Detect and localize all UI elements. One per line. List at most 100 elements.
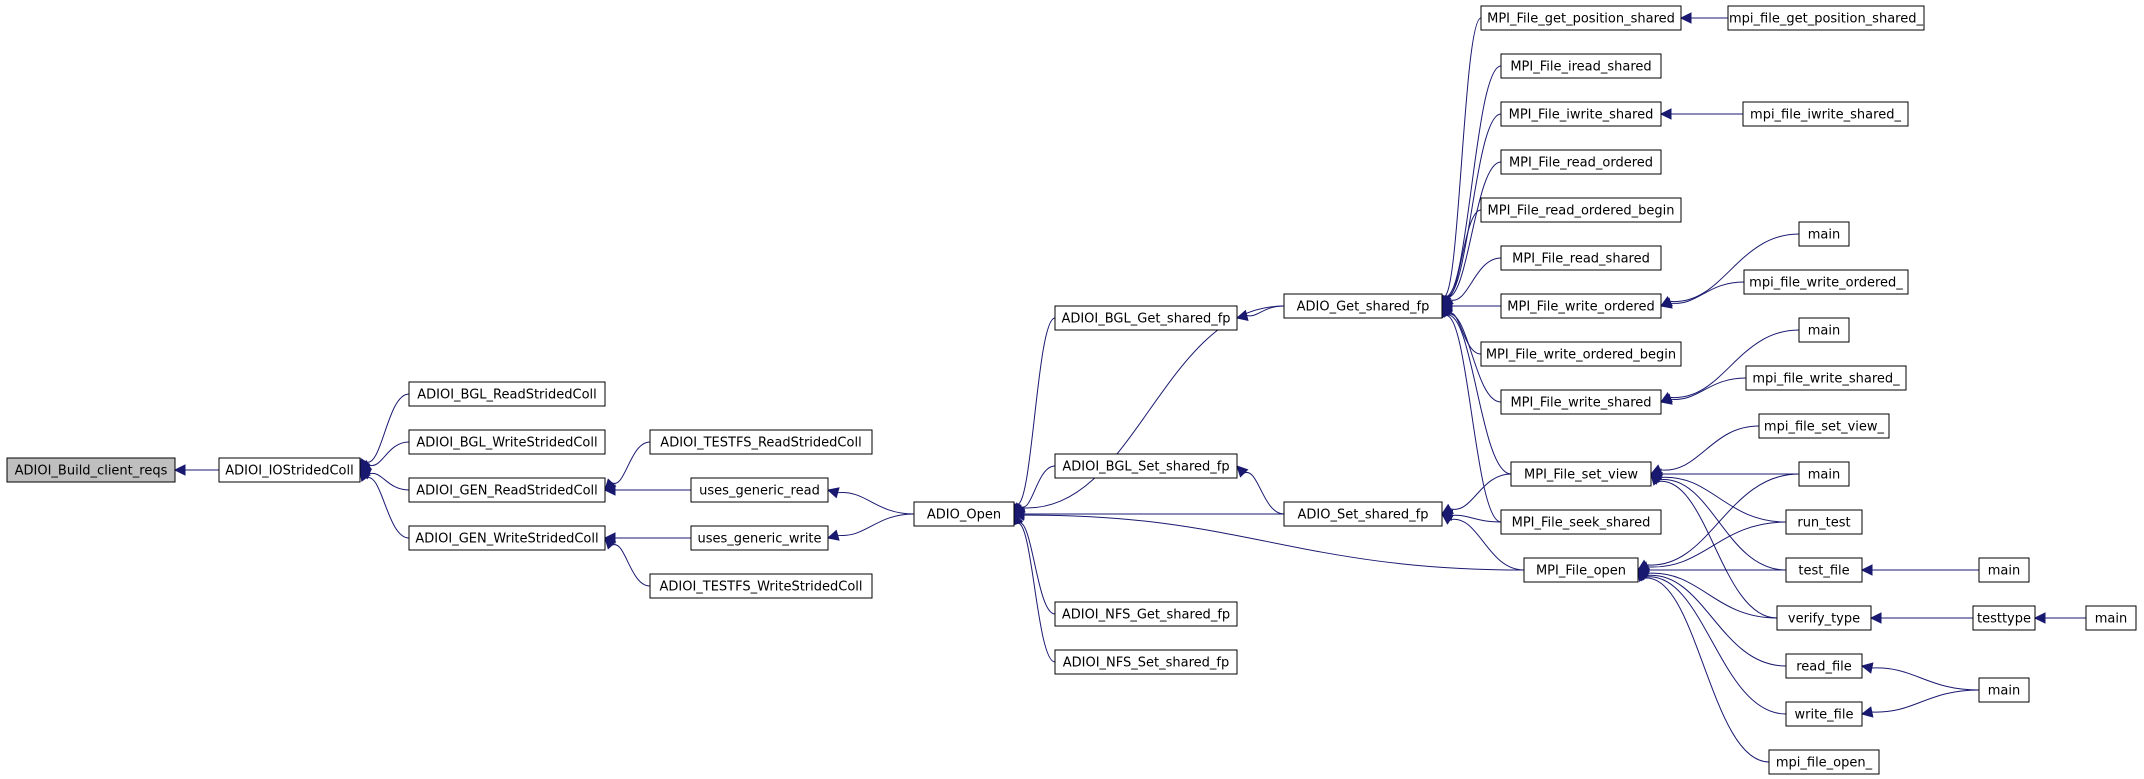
node-mpi-file-iwrite-shared[interactable]: MPI_File_iwrite_shared	[1500, 101, 1662, 127]
node-mpi-file-read-ordered[interactable]: MPI_File_read_ordered	[1500, 149, 1662, 175]
node-read-file[interactable]: read_file	[1785, 653, 1863, 679]
node-box	[1500, 149, 1662, 175]
node-box	[1768, 749, 1880, 775]
node-mpi-file-write-shared[interactable]: mpi_file_write_shared_	[1745, 365, 1907, 391]
node-label: mpi_file_write_shared_	[1752, 372, 1900, 387]
node-write-file[interactable]: write_file	[1785, 701, 1863, 727]
node-box	[6, 457, 176, 483]
node-adio-get-shared-fp[interactable]: ADIO_Get_shared_fp	[1283, 293, 1443, 319]
node-mpi-file-get-position-shared[interactable]: mpi_file_get_position_shared_	[1727, 5, 1925, 31]
node-adioi-bgl-writestridedcoll[interactable]: ADIOI_BGL_WriteStridedColl	[408, 429, 606, 455]
edge-n21-to-n15	[1445, 209, 1482, 298]
node-adio-set-shared-fp[interactable]: ADIO_Set_shared_fp	[1283, 501, 1443, 527]
arrowhead-n29-to-n17	[1679, 12, 1692, 24]
node-mpi-file-seek-shared[interactable]: MPI_File_seek_shared	[1500, 509, 1662, 535]
node-test-file[interactable]: test_file	[1785, 557, 1863, 583]
node-label: MPI_File_read_ordered	[1509, 156, 1653, 171]
node-label: MPI_File_seek_shared	[1512, 516, 1651, 531]
node-main[interactable]: main	[2085, 605, 2137, 631]
node-box	[1743, 269, 1909, 295]
node-box	[1480, 341, 1682, 367]
node-box	[408, 429, 606, 455]
node-label: MPI_File_iwrite_shared	[1509, 108, 1654, 123]
edge-n39-to-n26	[1657, 481, 1778, 619]
node-adioi-bgl-readstridedcoll[interactable]: ADIOI_BGL_ReadStridedColl	[408, 381, 606, 407]
node-mpi-file-write-ordered[interactable]: MPI_File_write_ordered	[1500, 293, 1662, 319]
node-label: read_file	[1796, 660, 1852, 675]
node-main[interactable]: main	[1798, 461, 1850, 487]
node-label: verify_type	[1788, 612, 1860, 627]
node-mpi-file-set-view[interactable]: mpi_file_set_view_	[1758, 413, 1890, 439]
node-mpi-file-open[interactable]: MPI_File_open	[1523, 557, 1639, 583]
node-label: ADIOI_IOStridedColl	[225, 464, 353, 479]
node-box	[1283, 501, 1443, 527]
edge-n20-to-n15	[1445, 161, 1502, 298]
node-box	[1785, 653, 1863, 679]
node-label: mpi_file_write_ordered_	[1749, 276, 1903, 291]
edge-n35-to-n26	[1660, 425, 1760, 471]
node-box	[1500, 509, 1662, 535]
edge-n9-to-n5	[611, 544, 651, 587]
node-adioi-testfs-readstridedcoll[interactable]: ADIOI_TESTFS_ReadStridedColl	[649, 429, 873, 455]
node-adioi-gen-readstridedcoll[interactable]: ADIOI_GEN_ReadStridedColl	[408, 477, 606, 503]
node-main[interactable]: main	[1798, 221, 1850, 247]
node-uses-generic-read[interactable]: uses_generic_read	[690, 477, 829, 503]
node-verify-type[interactable]: verify_type	[1776, 605, 1872, 631]
node-mpi-file-write-ordered[interactable]: mpi_file_write_ordered_	[1743, 269, 1909, 295]
node-label: MPI_File_write_ordered_begin	[1486, 348, 1676, 363]
node-run-test[interactable]: run_test	[1785, 509, 1863, 535]
edge-n16-to-n12	[1243, 472, 1285, 515]
node-adioi-build-client-reqs[interactable]: ADIOI_Build_client_reqs	[6, 457, 176, 483]
node-box	[649, 429, 873, 455]
node-mpi-file-read-ordered-begin[interactable]: MPI_File_read_ordered_begin	[1480, 197, 1682, 223]
node-box	[1500, 293, 1662, 319]
node-mpi-file-write-shared[interactable]: MPI_File_write_shared	[1500, 389, 1662, 415]
node-adio-open[interactable]: ADIO_Open	[913, 501, 1015, 527]
edge-n40-to-n28	[1646, 574, 1787, 667]
node-box	[1054, 305, 1238, 331]
node-adioi-testfs-writestridedcoll[interactable]: ADIOI_TESTFS_WriteStridedColl	[649, 573, 873, 599]
node-label: mpi_file_set_view_	[1764, 420, 1885, 435]
node-mpi-file-read-shared[interactable]: MPI_File_read_shared	[1500, 245, 1662, 271]
edge-n24-to-n15	[1448, 312, 1482, 355]
node-box	[1500, 53, 1662, 79]
node-testtype[interactable]: testtype	[1972, 605, 2036, 631]
node-main[interactable]: main	[1978, 557, 2030, 583]
edge-n28-to-n10	[1023, 514, 1525, 571]
node-main[interactable]: main	[1798, 317, 1850, 343]
edge-n42-to-n28	[1643, 577, 1770, 763]
node-adioi-iostridedcoll[interactable]: ADIOI_IOStridedColl	[218, 457, 361, 483]
node-adioi-nfs-set-shared-fp[interactable]: ADIOI_NFS_Set_shared_fp	[1054, 649, 1238, 675]
node-box	[1785, 509, 1863, 535]
node-main[interactable]: main	[1978, 677, 2030, 703]
node-label: test_file	[1798, 564, 1849, 579]
node-adioi-gen-writestridedcoll[interactable]: ADIOI_GEN_WriteStridedColl	[408, 525, 606, 551]
node-mpi-file-get-position-shared[interactable]: MPI_File_get_position_shared	[1480, 5, 1682, 31]
node-box	[1727, 5, 1925, 31]
node-mpi-file-set-view[interactable]: MPI_File_set_view	[1510, 461, 1652, 487]
node-box	[1785, 701, 1863, 727]
node-box	[1510, 461, 1652, 487]
arrowhead-n10-to-n7	[826, 487, 840, 499]
edge-n33-to-n25	[1669, 329, 1800, 398]
node-label: mpi_file_open_	[1776, 756, 1873, 771]
node-adioi-bgl-set-shared-fp[interactable]: ADIOI_BGL_Set_shared_fp	[1054, 453, 1238, 479]
node-label: ADIOI_BGL_WriteStridedColl	[416, 436, 597, 451]
node-box	[408, 525, 606, 551]
node-box	[1798, 317, 1850, 343]
node-adioi-bgl-get-shared-fp[interactable]: ADIOI_BGL_Get_shared_fp	[1054, 305, 1238, 331]
node-mpi-file-open[interactable]: mpi_file_open_	[1768, 749, 1880, 775]
node-uses-generic-write[interactable]: uses_generic_write	[690, 525, 829, 551]
node-label: ADIOI_GEN_WriteStridedColl	[415, 532, 598, 547]
arrowhead-n5-to-n1	[359, 469, 371, 482]
node-mpi-file-write-ordered-begin[interactable]: MPI_File_write_ordered_begin	[1480, 341, 1682, 367]
edge-n37-to-n28	[1647, 521, 1787, 568]
node-adioi-nfs-get-shared-fp[interactable]: ADIOI_NFS_Get_shared_fp	[1054, 601, 1238, 627]
edge-n14-to-n10	[1016, 523, 1056, 663]
node-mpi-file-iread-shared[interactable]: MPI_File_iread_shared	[1500, 53, 1662, 79]
node-mpi-file-iwrite-shared[interactable]: mpi_file_iwrite_shared_	[1742, 101, 1909, 127]
arrowhead-n28-to-n16	[1441, 513, 1454, 525]
node-label: MPI_File_write_ordered	[1507, 300, 1654, 315]
node-label: run_test	[1797, 516, 1850, 531]
node-box	[690, 525, 829, 551]
